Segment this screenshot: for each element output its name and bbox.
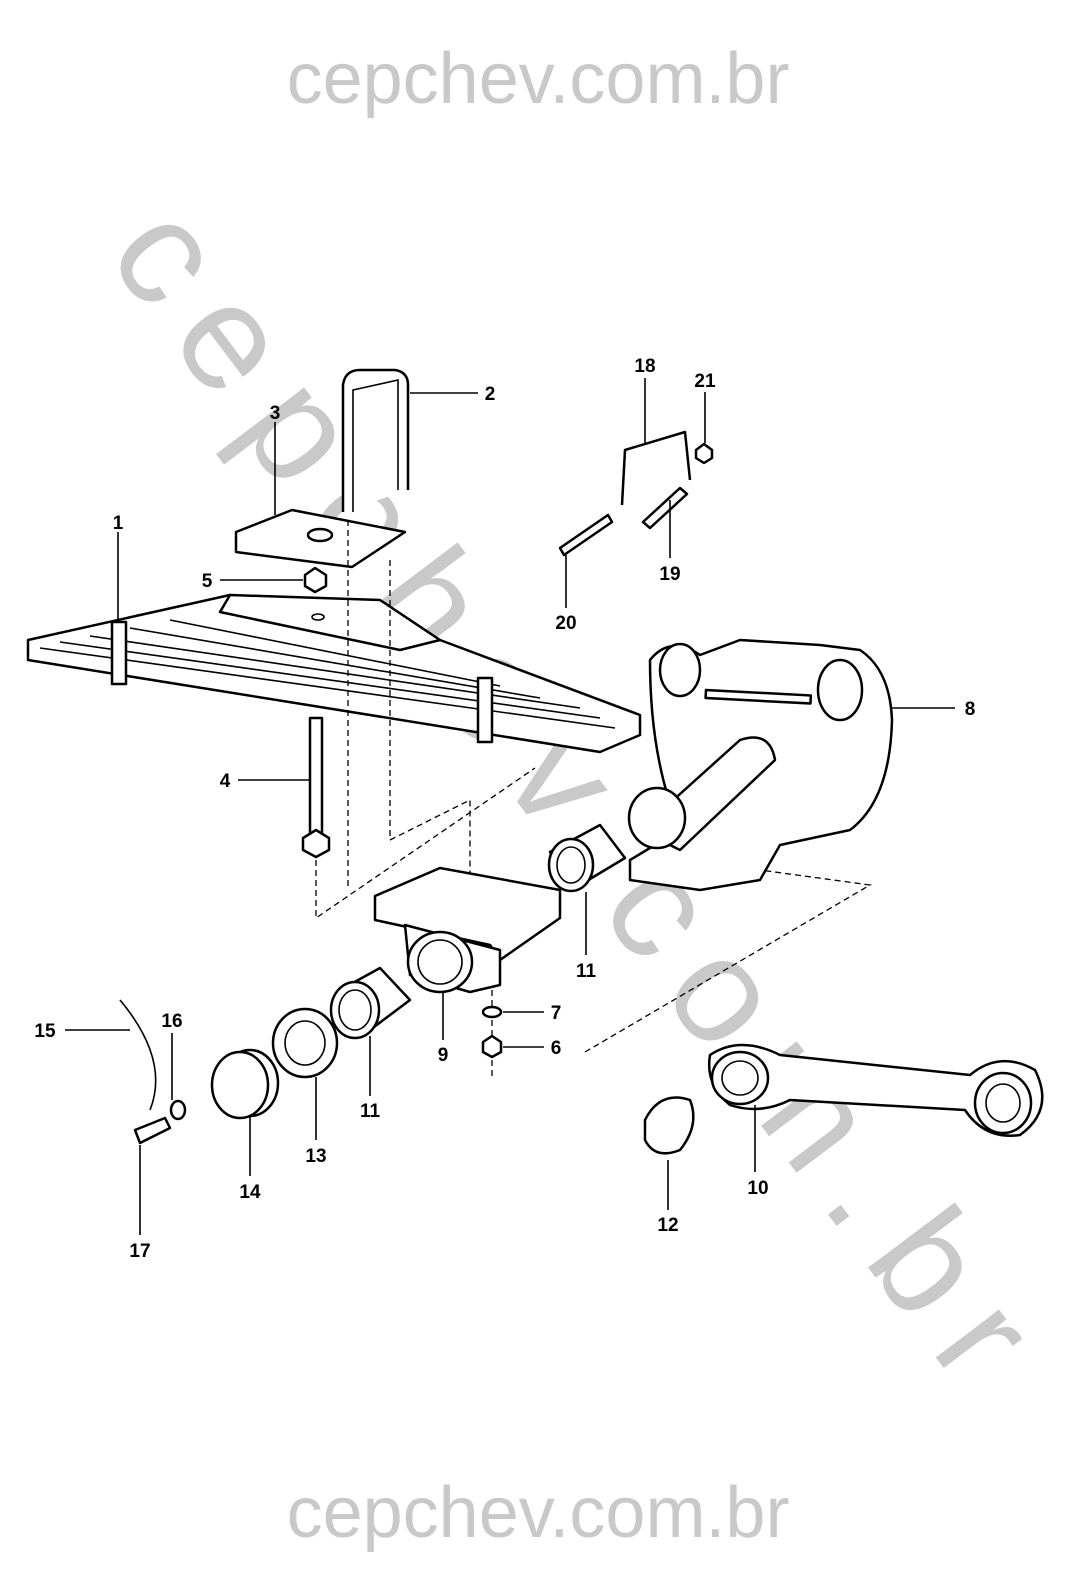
callout-21: 21: [694, 371, 716, 392]
callout-16: 16: [161, 1011, 182, 1032]
callout-10: 10: [747, 1178, 768, 1199]
watermark-top: cepchev.com.br: [287, 39, 790, 119]
shackle-nut: [694, 442, 714, 465]
callout-3: 3: [270, 403, 281, 424]
callout-5: 5: [202, 571, 213, 592]
shackle: [620, 430, 692, 506]
trunnion-bracket: [627, 638, 894, 892]
callout-11: 11: [576, 961, 597, 982]
washer: [481, 1005, 503, 1019]
lock-washer: [169, 1099, 187, 1121]
cap-screw: [133, 1116, 172, 1145]
shackle-pin: [641, 486, 689, 530]
callout-19: 19: [659, 564, 680, 585]
callout-13: 13: [305, 1146, 326, 1167]
nut: [303, 566, 328, 594]
spring-saddle: [373, 866, 562, 994]
thrust-washer: [271, 1007, 339, 1079]
bolt: [308, 716, 324, 838]
cable: [119, 999, 157, 1111]
callout-11: 11: [360, 1101, 381, 1122]
callout-14: 14: [239, 1182, 261, 1203]
callout-12: 12: [657, 1215, 678, 1236]
callout-4: 4: [220, 771, 231, 792]
callout-7: 7: [551, 1003, 562, 1024]
callout-1: 1: [113, 513, 124, 534]
callout-6: 6: [551, 1038, 562, 1059]
leaf-spring: [26, 593, 642, 754]
rubber-bushing: [643, 1096, 695, 1155]
bushing: [547, 823, 627, 893]
callout-20: 20: [555, 613, 576, 634]
watermark-bottom: cepchev.com.br: [287, 1473, 790, 1553]
callout-15: 15: [34, 1021, 56, 1042]
callout-2: 2: [485, 384, 496, 405]
nut: [481, 1034, 503, 1059]
callout-17: 17: [129, 1241, 150, 1262]
callout-9: 9: [438, 1045, 449, 1066]
callout-18: 18: [634, 356, 655, 377]
bushing: [329, 966, 412, 1040]
callout-8: 8: [965, 699, 976, 720]
u-bolt: [341, 368, 410, 512]
torque-rod: [707, 1043, 1044, 1137]
shackle-bolt: [558, 513, 614, 557]
